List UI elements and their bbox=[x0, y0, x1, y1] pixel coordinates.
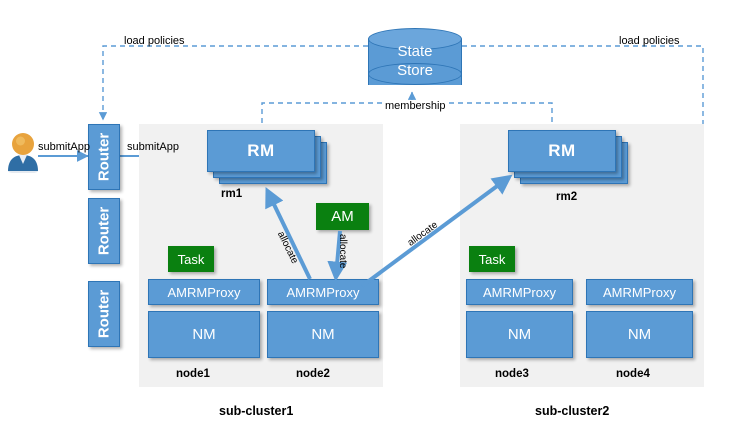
router-box-3[interactable]: Router bbox=[88, 281, 120, 347]
rm2-label: RM bbox=[548, 141, 576, 160]
state-store-line1: State bbox=[397, 43, 433, 60]
rm2-caption: rm2 bbox=[556, 191, 578, 203]
node4-nm-label: NM bbox=[627, 326, 652, 343]
node4-nm-box[interactable]: NM bbox=[586, 311, 693, 358]
node1-caption: node1 bbox=[176, 368, 210, 380]
node3-nm-box[interactable]: NM bbox=[466, 311, 573, 358]
subcluster1-caption: sub-cluster1 bbox=[219, 404, 294, 418]
node2-amrmproxy-label: AMRMProxy bbox=[286, 284, 360, 300]
edge-label-submitapp-user: submitApp bbox=[38, 141, 90, 153]
node1-amrmproxy-box[interactable]: AMRMProxy bbox=[148, 279, 260, 305]
am-label: AM bbox=[331, 208, 354, 225]
edge-allocate-proxy2-rm2 bbox=[360, 174, 513, 288]
rm2-stack[interactable]: RM bbox=[508, 130, 628, 184]
node2-caption: node2 bbox=[296, 368, 330, 380]
edge-label-allocate-2: allocate bbox=[337, 234, 348, 269]
router-box-2[interactable]: Router bbox=[88, 198, 120, 264]
node4-amrmproxy-label: AMRMProxy bbox=[603, 284, 676, 300]
node3-amrmproxy-box[interactable]: AMRMProxy bbox=[466, 279, 573, 305]
rm1-stack[interactable]: RM bbox=[207, 130, 327, 184]
edge-allocate-proxy2-rm1 bbox=[265, 186, 312, 280]
rm1-label: RM bbox=[247, 141, 275, 160]
cylinder-bottom bbox=[368, 63, 462, 85]
state-store-node[interactable]: State Store bbox=[368, 28, 462, 88]
state-store-line2: Store bbox=[397, 62, 433, 79]
node3-nm-label: NM bbox=[507, 326, 532, 343]
rm2-box[interactable]: RM bbox=[508, 130, 616, 172]
node3-task-box[interactable]: Task bbox=[469, 246, 515, 272]
node2-nm-box[interactable]: NM bbox=[267, 311, 379, 358]
node4-amrmproxy-box[interactable]: AMRMProxy bbox=[586, 279, 693, 305]
user-avatar-icon bbox=[6, 131, 40, 174]
rm1-box[interactable]: RM bbox=[207, 130, 315, 172]
edge-label-load-policies-left: load policies bbox=[124, 35, 185, 47]
node1-nm-label: NM bbox=[192, 326, 216, 343]
rm1-caption: rm1 bbox=[221, 188, 243, 200]
node1-amrmproxy-label: AMRMProxy bbox=[167, 284, 241, 300]
node3-amrmproxy-label: AMRMProxy bbox=[483, 284, 556, 300]
edge-label-submitapp-router: submitApp bbox=[127, 141, 179, 153]
node3-task-label: Task bbox=[478, 251, 506, 267]
edge-load-policies-left bbox=[98, 45, 368, 121]
node3-caption: node3 bbox=[495, 368, 529, 380]
cylinder-top bbox=[368, 28, 462, 50]
node4-caption: node4 bbox=[616, 368, 650, 380]
am-box[interactable]: AM bbox=[316, 203, 369, 230]
node2-nm-label: NM bbox=[311, 326, 335, 343]
node2-amrmproxy-box[interactable]: AMRMProxy bbox=[267, 279, 379, 305]
router-box-1[interactable]: Router bbox=[88, 124, 120, 190]
node1-nm-box[interactable]: NM bbox=[148, 311, 260, 358]
edge-label-membership: membership bbox=[383, 100, 448, 112]
edge-allocate-am-proxy2 bbox=[327, 230, 348, 282]
node1-task-box[interactable]: Task bbox=[168, 246, 214, 272]
state-store-label: State Store bbox=[368, 42, 462, 80]
subcluster2-caption: sub-cluster2 bbox=[535, 404, 610, 418]
edge-label-load-policies-right: load policies bbox=[619, 35, 680, 47]
node1-task-label: Task bbox=[177, 251, 205, 267]
